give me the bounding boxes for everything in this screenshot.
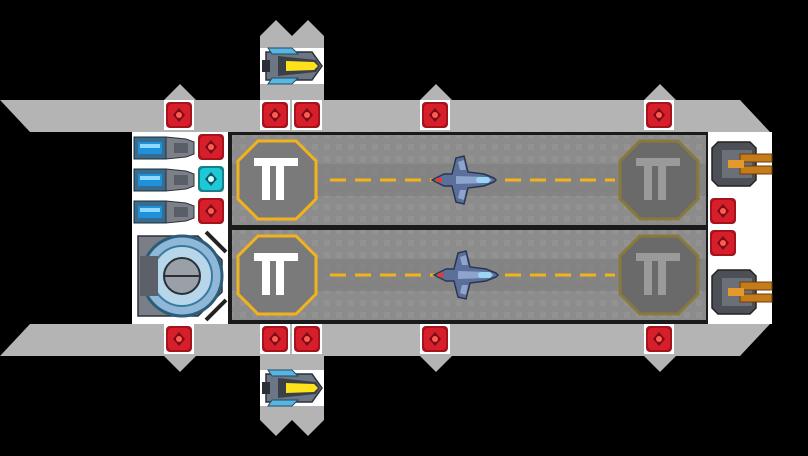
engine-1[interactable]: [131, 134, 201, 162]
armor-block[interactable]: [292, 100, 322, 130]
armor-block[interactable]: [260, 100, 290, 130]
armor-block[interactable]: [164, 100, 194, 130]
armor-block[interactable]: [196, 196, 226, 226]
landing-pad-lower-end[interactable]: [618, 234, 700, 316]
missile-launcher-top[interactable]: [259, 47, 325, 85]
armor-block[interactable]: [708, 196, 738, 226]
armor-block[interactable]: [644, 324, 674, 354]
landing-pad-upper-end[interactable]: [618, 139, 700, 221]
armor-block[interactable]: [420, 324, 450, 354]
armor-block[interactable]: [708, 228, 738, 258]
engine-2[interactable]: [131, 166, 201, 194]
launch-pad-upper-start[interactable]: [236, 139, 318, 221]
railgun-upper[interactable]: [707, 135, 773, 193]
armor-block[interactable]: [260, 324, 290, 354]
launch-pad-lower-start[interactable]: [236, 234, 318, 316]
armor-block[interactable]: [196, 132, 226, 162]
railgun-lower[interactable]: [707, 263, 773, 321]
engine-3[interactable]: [131, 198, 201, 226]
reactor-core[interactable]: [132, 228, 228, 324]
armor-block[interactable]: [164, 324, 194, 354]
missile-launcher-bottom[interactable]: [259, 369, 325, 407]
armor-block[interactable]: [292, 324, 322, 354]
armor-block[interactable]: [420, 100, 450, 130]
armor-block[interactable]: [644, 100, 674, 130]
shield-block[interactable]: [196, 164, 226, 194]
